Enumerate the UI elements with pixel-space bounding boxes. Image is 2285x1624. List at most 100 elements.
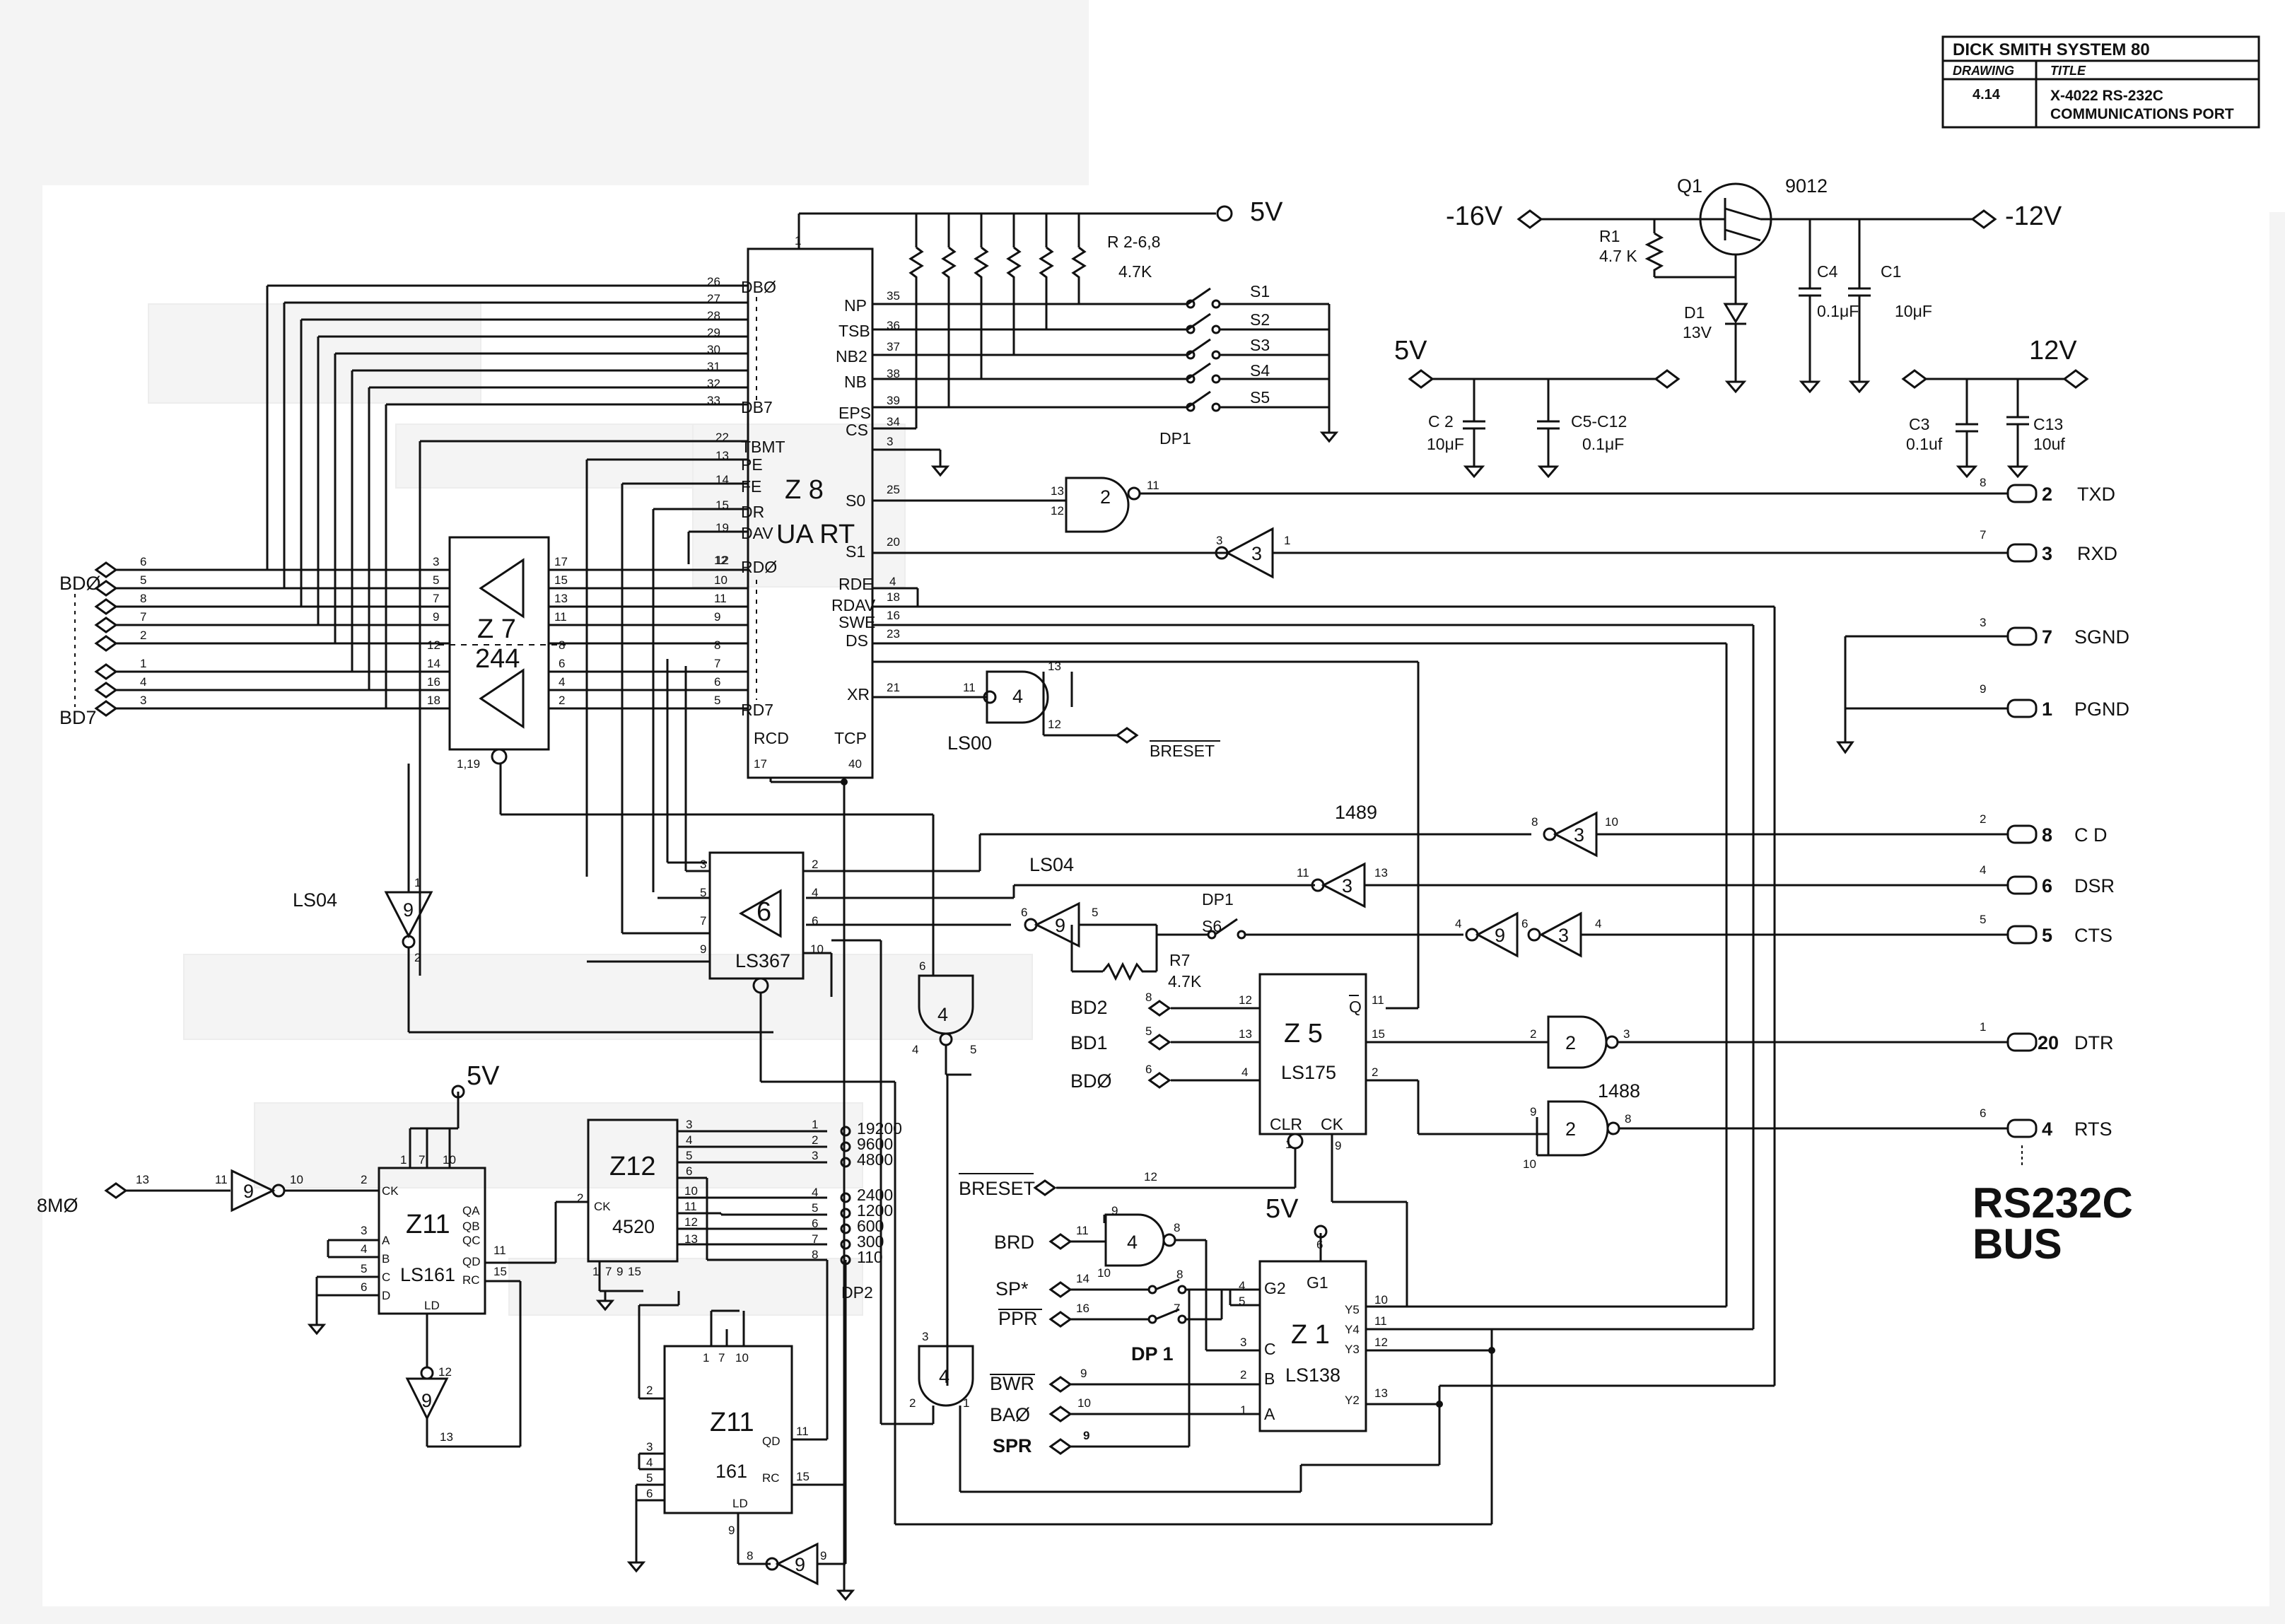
c5-value: 0.1μF	[1582, 435, 1624, 453]
q1-type: 9012	[1785, 175, 1828, 197]
z11-name: Z11	[406, 1210, 450, 1239]
connector-pin-20: 20	[2038, 1032, 2059, 1053]
connector-pin-1: 1	[2042, 699, 2052, 720]
c1-label: C1	[1881, 262, 1901, 281]
svg-text:4: 4	[1127, 1232, 1138, 1253]
svg-text:2: 2	[559, 694, 565, 707]
svg-text:11: 11	[684, 1200, 697, 1213]
svg-text:11: 11	[493, 1244, 506, 1257]
svg-text:3: 3	[922, 1330, 928, 1343]
svg-text:3: 3	[646, 1440, 653, 1454]
baud-600: 600	[857, 1217, 884, 1235]
svg-text:9: 9	[1055, 915, 1065, 936]
svg-text:9: 9	[795, 1554, 805, 1575]
svg-text:9: 9	[421, 1390, 432, 1411]
svg-text:10: 10	[714, 573, 727, 587]
svg-text:G1: G1	[1307, 1273, 1328, 1292]
svg-text:5: 5	[1092, 906, 1098, 919]
switch-s1: S1	[1250, 282, 1270, 300]
svg-text:8: 8	[559, 638, 565, 652]
cable-pin-dtr: 1	[1980, 1020, 1986, 1034]
svg-text:15: 15	[554, 573, 568, 587]
svg-text:7: 7	[812, 1232, 818, 1246]
svg-text:3: 3	[361, 1224, 367, 1237]
svg-text:6: 6	[812, 914, 818, 928]
svg-text:Q: Q	[1349, 998, 1362, 1016]
svg-text:1: 1	[703, 1351, 709, 1365]
baud-2400: 2400	[857, 1186, 893, 1204]
svg-text:6: 6	[1021, 906, 1027, 919]
z8-pin-xr: XR	[847, 685, 870, 703]
svg-text:5: 5	[140, 573, 146, 587]
svg-text:2: 2	[577, 1191, 583, 1205]
svg-text:3: 3	[1558, 925, 1569, 946]
ls367-name: 6	[756, 897, 771, 927]
svg-text:1: 1	[592, 1265, 599, 1278]
svg-text:6: 6	[1145, 1063, 1152, 1076]
ls367-buffer: 6 LS367 3 5 7 9 2 4 6 10	[587, 666, 1493, 1526]
ic1489-label: 1489	[1335, 802, 1377, 823]
svg-text:4: 4	[559, 675, 565, 689]
svg-text:11: 11	[554, 610, 567, 624]
bd0-label: BDØ	[59, 573, 101, 594]
svg-text:3: 3	[700, 858, 706, 871]
z11b-body	[663, 1345, 793, 1514]
drawing-sheet	[42, 185, 2269, 1606]
svg-text:2: 2	[909, 1396, 916, 1410]
svg-text:LD: LD	[732, 1497, 748, 1510]
svg-text:9: 9	[820, 1549, 826, 1562]
svg-text:8: 8	[1625, 1112, 1631, 1126]
svg-text:11: 11	[714, 592, 727, 605]
svg-text:4: 4	[812, 886, 818, 899]
connector-pin-4: 4	[2042, 1118, 2052, 1140]
svg-text:4: 4	[140, 675, 146, 689]
data-bus-wires	[266, 284, 748, 976]
svg-text:5: 5	[646, 1471, 653, 1485]
dp1-label: DP1	[1159, 429, 1191, 448]
svg-text:13: 13	[554, 592, 568, 605]
svg-text:5: 5	[361, 1262, 367, 1275]
cable-pin-dsr: 4	[1980, 863, 1986, 877]
svg-text:6: 6	[812, 1217, 818, 1230]
svg-text:6: 6	[919, 959, 925, 973]
svg-text:37: 37	[887, 340, 900, 354]
svg-text:12: 12	[1239, 993, 1252, 1007]
svg-text:9: 9	[1335, 1139, 1341, 1152]
lower-nand: 4 32 1	[831, 939, 1439, 1493]
z8-pin-fe: FE	[741, 477, 761, 496]
title-block: DICK SMITH SYSTEM 80 DRAWING 4.14 TITLE …	[1941, 35, 2260, 129]
connector-name-cd: C D	[2074, 824, 2108, 846]
svg-text:10: 10	[735, 1351, 749, 1365]
svg-text:RC: RC	[462, 1273, 480, 1287]
svg-text:12: 12	[1051, 504, 1064, 518]
svg-text:4: 4	[646, 1456, 653, 1469]
svg-text:6: 6	[686, 1164, 692, 1178]
d1-label: D1	[1684, 303, 1705, 322]
baud-9600: 9600	[857, 1135, 893, 1153]
c13-value: 10uf	[2033, 435, 2065, 453]
control-wires	[872, 587, 1776, 1386]
title-line-1: X-4022 RS-232C	[2050, 88, 2163, 104]
svg-text:1: 1	[400, 1153, 407, 1167]
svg-text:7: 7	[714, 657, 720, 670]
svg-text:QA: QA	[462, 1204, 480, 1217]
svg-text:12: 12	[684, 1215, 698, 1229]
decoupling-12v-label: 12V	[2029, 336, 2077, 366]
r1-resistor	[1644, 232, 1664, 277]
svg-text:4: 4	[1595, 917, 1601, 930]
ls367-type: LS367	[735, 950, 790, 971]
svg-text:9: 9	[1080, 1367, 1087, 1380]
cable-pin-sgnd: 3	[1980, 616, 1986, 629]
svg-text:17: 17	[754, 757, 767, 771]
svg-text:7: 7	[433, 592, 439, 605]
z8-pin-rcd: RCD	[754, 729, 789, 747]
svg-text:9: 9	[1111, 1204, 1118, 1217]
ls04-a-label: LS04	[293, 889, 337, 911]
z8-pin-pe: PE	[741, 455, 763, 474]
ls04-b-label: LS04	[1029, 854, 1074, 875]
z8-name: Z 8	[785, 475, 824, 505]
status-wires	[585, 458, 748, 933]
